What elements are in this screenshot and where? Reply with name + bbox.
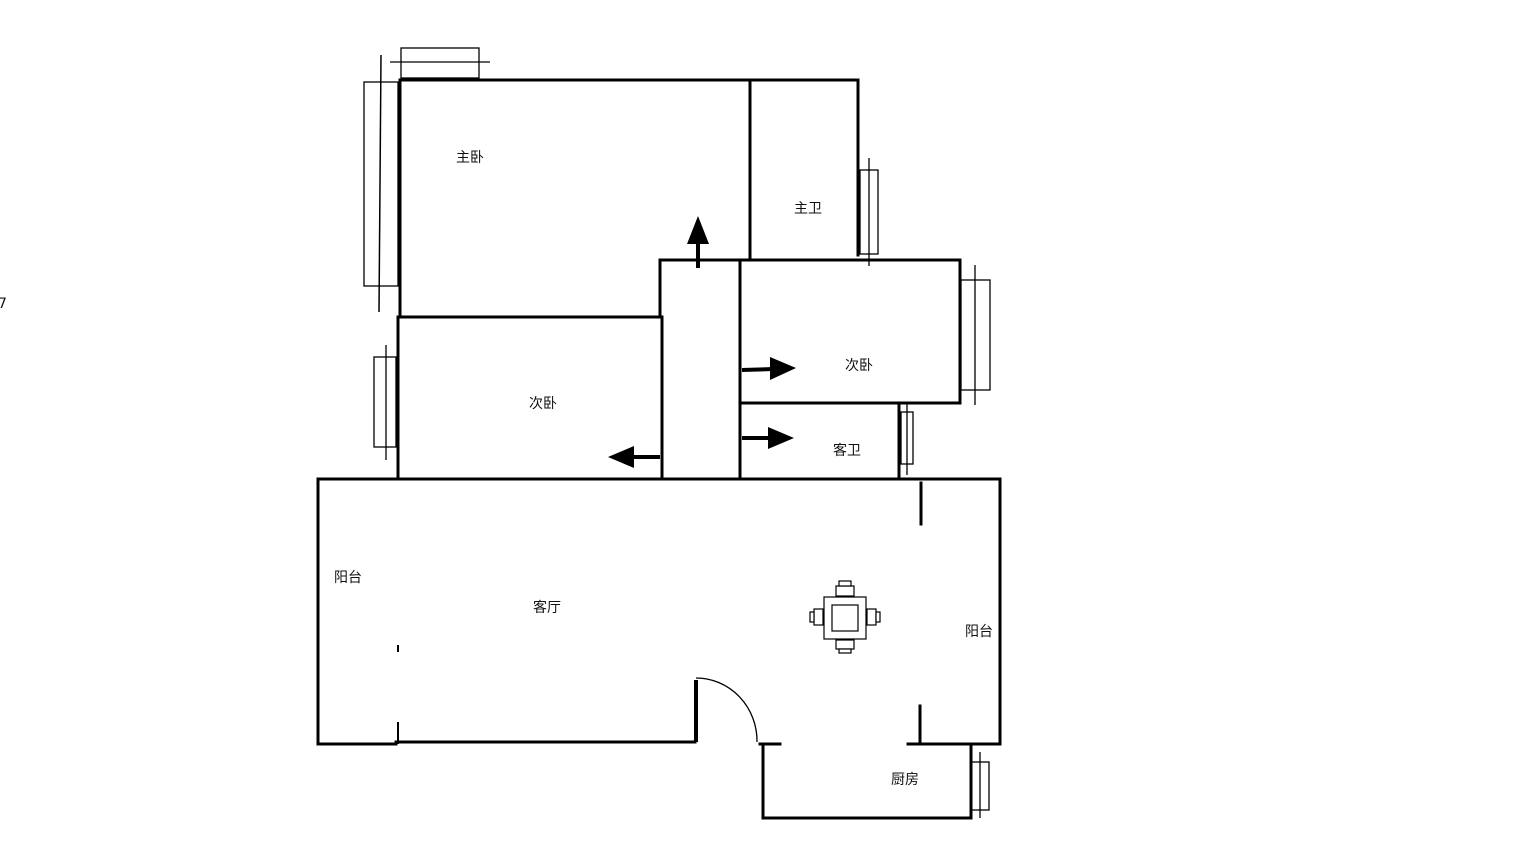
window-top-master	[390, 47, 490, 79]
window-kitchen	[970, 752, 990, 818]
label-guest-bath: 客卫	[833, 442, 861, 459]
label-balcony-right: 阳台	[965, 624, 993, 640]
window-second-bedroom-left	[373, 345, 397, 460]
label-kitchen: 厨房	[891, 772, 919, 788]
window-guest-bath	[900, 403, 914, 475]
walls	[316, 78, 1002, 820]
arrow-right-guest-bath	[742, 427, 794, 449]
arrow-left-second-bedroom	[608, 446, 660, 468]
arrow-up-master	[687, 216, 709, 268]
edge-glyph: 7	[0, 296, 7, 312]
label-second-bedroom-right: 次卧	[845, 358, 873, 374]
entrance-door	[694, 677, 758, 743]
label-second-bedroom-left: 次卧	[529, 396, 557, 412]
label-balcony-left: 阳台	[334, 570, 362, 586]
label-living-room: 客厅	[533, 599, 561, 616]
label-master-bedroom: 主卧	[456, 150, 484, 166]
arrow-right-second-bedroom	[741, 357, 796, 380]
window-left-master	[363, 54, 399, 313]
window-master-bath	[859, 158, 879, 266]
window-second-bedroom-right	[960, 265, 991, 405]
label-master-bath: 主卫	[794, 201, 822, 217]
dining-table-icon	[809, 580, 881, 654]
